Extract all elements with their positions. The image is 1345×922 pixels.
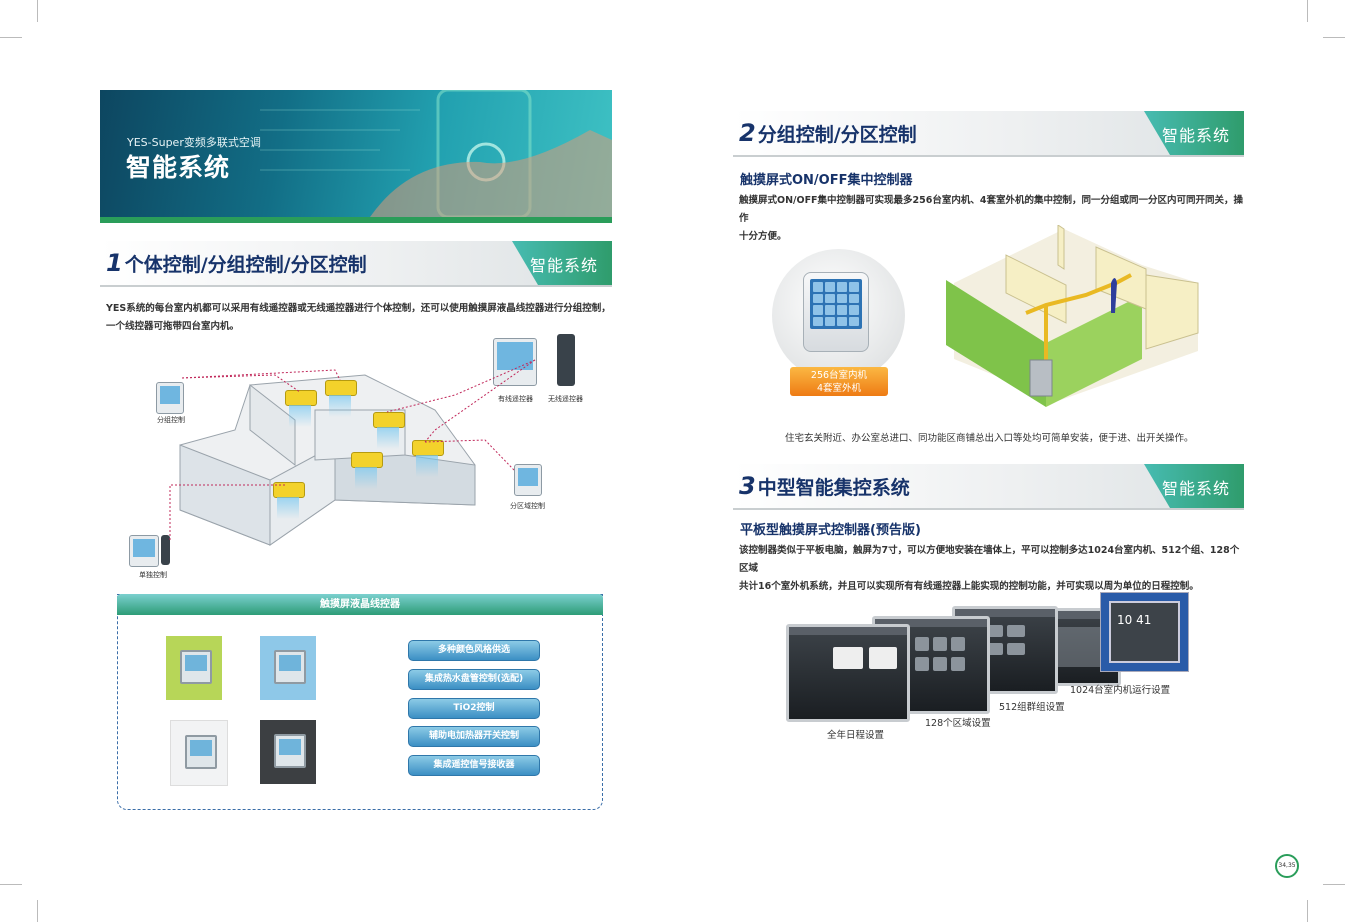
feature-pill: 集成遥控信号接收器 [408, 755, 540, 776]
feature-pill: 辅助电加热器开关控制 [408, 726, 540, 747]
panel-white [170, 720, 228, 786]
section-3-paragraph: 该控制器类似于平板电脑，触屏为7寸，可以方便地安装在墙体上，平可以控制多达102… [739, 542, 1244, 596]
panel-black [260, 720, 316, 784]
section-2-tag: 智能系统 [1144, 111, 1244, 155]
section-2-title-text: 分组控制/分区控制 [757, 124, 917, 146]
caption-annual-schedule: 全年日程设置 [827, 730, 885, 741]
feature-pill: 多种颜色风格供选 [408, 640, 540, 661]
section-3-paragraph-line: 该控制器类似于平板电脑，触屏为7寸，可以方便地安装在墙体上，平可以控制多达102… [739, 545, 1240, 574]
crop-mark [1307, 0, 1308, 22]
section-2-paragraph-line: 触摸屏式ON/OFF集中控制器可实现最多256台室内机、4套室外机的集中控制，同… [739, 195, 1243, 224]
building-illustration: 分组控制 有线遥控器 无线遥控器 分区域控制 单独控制 [125, 330, 595, 580]
section-1-number: 1 [106, 249, 123, 277]
crop-mark [0, 884, 22, 885]
hero-banner: YES-Super变频多联式空调 智能系统 [100, 90, 612, 223]
tablet-screen-schedule [786, 624, 910, 722]
crop-mark [37, 0, 38, 22]
section-3-tag-label: 智能系统 [1161, 479, 1230, 498]
panel-green [166, 636, 222, 700]
capacity-badge: 256台室内机 4套室外机 [790, 367, 888, 396]
section-1-tag: 智能系统 [512, 241, 612, 285]
crop-mark [1307, 900, 1308, 922]
wired-controller-icon [493, 338, 537, 386]
section-1-paragraph-line: 一个线控器可拖带四台室内机。 [106, 321, 240, 332]
page-number: 34,35 [1275, 854, 1299, 878]
hero-title: 智能系统 [126, 153, 231, 182]
panel-blue [260, 636, 316, 700]
section-1-title-text: 个体控制/分组控制/分区控制 [124, 254, 367, 276]
caption-wireless-controller: 无线遥控器 [548, 395, 583, 403]
section-1-paragraph: YES系统的每台室内机都可以采用有线遥控器或无线遥控器进行个体控制，还可以使用触… [106, 300, 616, 336]
airflow-icon [416, 455, 438, 477]
hero-subtitle: YES-Super变频多联式空调 [127, 136, 261, 149]
caption-1024-units: 1024台室内机运行设置 [1070, 685, 1171, 696]
tablet-device-image: 10 41 [1100, 592, 1189, 672]
caption-128-zones: 128个区域设置 [925, 718, 991, 729]
feature-pill: 集成热水盘管控制(选配) [408, 669, 540, 690]
house-illustration [946, 224, 1202, 407]
group-controller-icon [156, 382, 184, 414]
caption-single-control: 单独控制 [139, 571, 167, 579]
crop-mark [0, 37, 22, 38]
section-3-title-text: 中型智能集控系统 [757, 477, 910, 499]
airflow-icon [377, 427, 399, 449]
wireless-remote-icon [557, 334, 575, 386]
section-2-tag-label: 智能系统 [1161, 126, 1230, 145]
airflow-icon [355, 467, 377, 489]
section-3-paragraph-line: 共计16个室外机系统，并且可以实现所有有线遥控器上能实现的控制功能，并可实现以周… [739, 581, 1199, 592]
section-1-tag-label: 智能系统 [529, 256, 598, 275]
feature-pill: TiO2控制 [408, 698, 540, 719]
caption-group-control: 分组控制 [157, 416, 185, 424]
badge-line: 256台室内机 [810, 370, 868, 381]
crop-mark [37, 900, 38, 922]
caption-512-groups: 512组群组设置 [999, 702, 1065, 713]
section-2-number: 2 [739, 119, 756, 147]
section-2-caption: 住宅玄关附近、办公室总进口、同功能区商铺总出入口等处均可简单安装，便于进、出开关… [785, 433, 1194, 444]
hand-touch-image [260, 90, 612, 217]
section-3-number: 3 [739, 472, 756, 500]
airflow-icon [277, 497, 299, 519]
clock-time: 10 41 [1117, 613, 1152, 627]
section-1-paragraph-line: YES系统的每台室内机都可以采用有线遥控器或无线遥控器进行个体控制，还可以使用触… [106, 303, 611, 314]
single-remote-icon [161, 535, 170, 565]
airflow-icon [289, 405, 311, 427]
onoff-controller-image [803, 272, 869, 352]
zone-controller-icon [514, 464, 542, 496]
airflow-icon [329, 395, 351, 417]
house-plan [946, 224, 1199, 407]
section-3-tag: 智能系统 [1144, 464, 1244, 508]
crop-mark [1323, 884, 1345, 885]
caption-zone-control: 分区域控制 [510, 502, 545, 510]
crop-mark [1323, 37, 1345, 38]
connection-lines [169, 359, 536, 540]
section-2-paragraph: 触摸屏式ON/OFF集中控制器可实现最多256台室内机、4套室外机的集中控制，同… [739, 192, 1244, 246]
single-controller-icon [129, 535, 159, 567]
section-2-subheading: 触摸屏式ON/OFF集中控制器 [740, 173, 913, 188]
caption-wired-controller: 有线遥控器 [498, 395, 533, 403]
badge-line: 4套室外机 [816, 383, 862, 394]
section-2-paragraph-line: 十分方便。 [739, 231, 787, 242]
section-3-subheading: 平板型触摸屏式控制器(预告版) [740, 523, 921, 538]
touch-controller-header: 触摸屏液晶线控器 [117, 594, 603, 615]
